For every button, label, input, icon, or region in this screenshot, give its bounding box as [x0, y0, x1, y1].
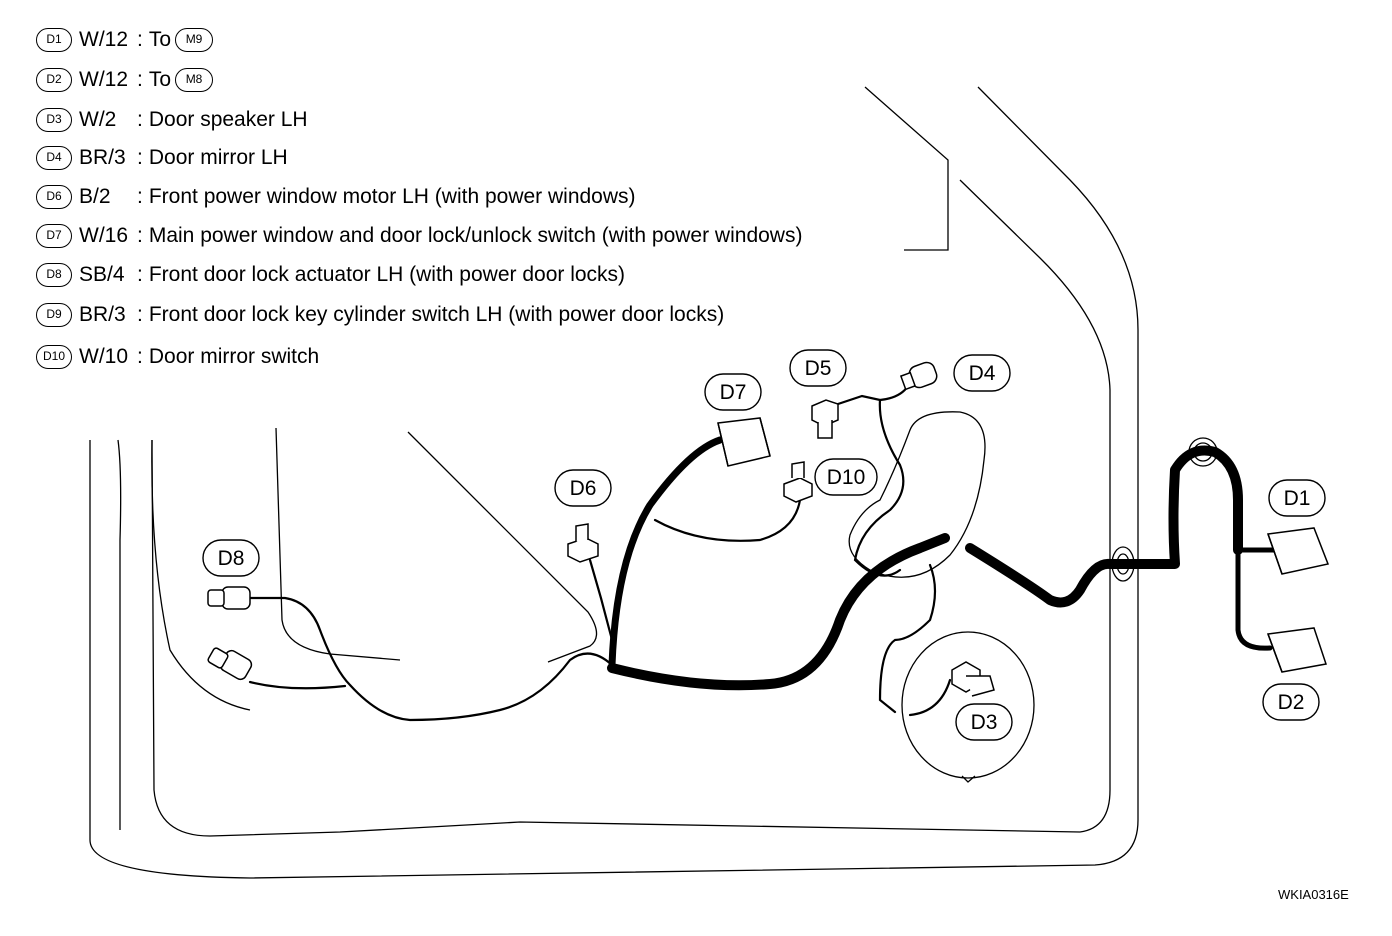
legend-row-d1: D1 W/12 : To M9 [36, 25, 214, 55]
legend-wire: W/12 [79, 68, 129, 91]
callout-d1-label: D1 [1284, 487, 1311, 510]
callout-d10: D10 [814, 458, 878, 496]
callout-d3: D3 [955, 703, 1013, 741]
legend-wire: W/10 [79, 345, 129, 368]
callout-d2: D2 [1262, 683, 1320, 721]
callout-d3-label: D3 [971, 711, 998, 734]
legend-desc: Door mirror LH [148, 146, 288, 169]
callout-d1: D1 [1268, 479, 1326, 517]
legend-desc: Door mirror switch [148, 345, 320, 368]
legend-row-d4: D4 BR/3 : Door mirror LH [36, 143, 288, 173]
callout-d7: D7 [704, 373, 762, 411]
figure-id: WKIA0316E [1278, 887, 1349, 902]
connector-d1 [1266, 527, 1330, 575]
harness-thick [607, 436, 1278, 691]
legend-desc: Main power window and door lock/unlock s… [148, 224, 803, 247]
legend-desc: Front power window motor LH (with power … [148, 185, 636, 208]
callout-d6-label: D6 [570, 477, 597, 500]
legend-colon: : [137, 108, 143, 131]
callout-d5-label: D5 [805, 357, 832, 380]
legend-row-d6: D6 B/2 : Front power window motor LH (wi… [36, 182, 636, 212]
callout-d6: D6 [554, 469, 612, 507]
callout-d8-label: D8 [218, 547, 245, 570]
legend-colon: : [137, 185, 143, 208]
legend-wire: BR/3 [79, 303, 126, 326]
legend-desc: Front door lock actuator LH (with power … [148, 263, 626, 286]
legend-code: D7 [36, 224, 72, 248]
legend-code: D3 [36, 108, 72, 132]
legend-wire: SB/4 [79, 263, 125, 286]
legend-code: D8 [36, 263, 72, 287]
legend-colon: : [137, 303, 143, 326]
connector-d4 [899, 361, 938, 391]
connector-d3 [951, 661, 995, 697]
legend-desc: Front door lock key cylinder switch LH (… [148, 303, 725, 326]
legend-wire: BR/3 [79, 146, 126, 169]
callout-d8: D8 [202, 539, 260, 577]
callout-d2-label: D2 [1278, 691, 1305, 714]
connector-d7 [717, 417, 771, 467]
legend-row-d8: D8 SB/4 : Front door lock actuator LH (w… [36, 260, 625, 290]
legend-row-d9: D9 BR/3 : Front door lock key cylinder s… [36, 300, 724, 330]
legend-colon: : [137, 345, 143, 368]
connector-d2 [1266, 627, 1327, 673]
legend-wire: W/12 [79, 28, 129, 51]
door-outline [89, 86, 1218, 879]
callout-d7-label: D7 [720, 381, 747, 404]
legend-colon: : [137, 28, 143, 51]
harness-thin [248, 384, 952, 722]
legend-row-d3: D3 W/2 : Door speaker LH [36, 105, 308, 135]
legend-wire: W/16 [79, 224, 129, 247]
legend-row-d10: D10 W/10 : Door mirror switch [36, 342, 319, 372]
legend-colon: : [137, 263, 143, 286]
legend-ref-code: M8 [175, 68, 214, 92]
connector-d5 [811, 399, 839, 439]
callout-d5: D5 [789, 349, 847, 387]
legend-row-d7: D7 W/16 : Main power window and door loc… [36, 221, 802, 251]
legend-colon: : [137, 68, 143, 91]
legend-wire: W/2 [79, 108, 117, 131]
legend-code: D9 [36, 303, 72, 327]
legend-code: D2 [36, 68, 72, 92]
legend-wire: B/2 [79, 185, 111, 208]
callout-d10-label: D10 [827, 466, 866, 489]
legend-row-d2: D2 W/12 : To M8 [36, 65, 214, 95]
legend-code: D10 [36, 345, 72, 369]
legend-colon: : [137, 146, 143, 169]
legend-desc: To [148, 28, 172, 51]
connector-d10 [783, 461, 813, 503]
legend-colon: : [137, 224, 143, 247]
legend-code: D4 [36, 146, 72, 170]
connector-d8 [207, 586, 253, 681]
callout-d4: D4 [953, 354, 1011, 392]
legend-code: D6 [36, 185, 72, 209]
connector-d6 [567, 523, 599, 563]
legend-ref-code: M9 [175, 28, 214, 52]
legend-desc: To [148, 68, 172, 91]
legend-desc: Door speaker LH [148, 108, 308, 131]
legend-code: D1 [36, 28, 72, 52]
callout-d4-label: D4 [969, 362, 996, 385]
